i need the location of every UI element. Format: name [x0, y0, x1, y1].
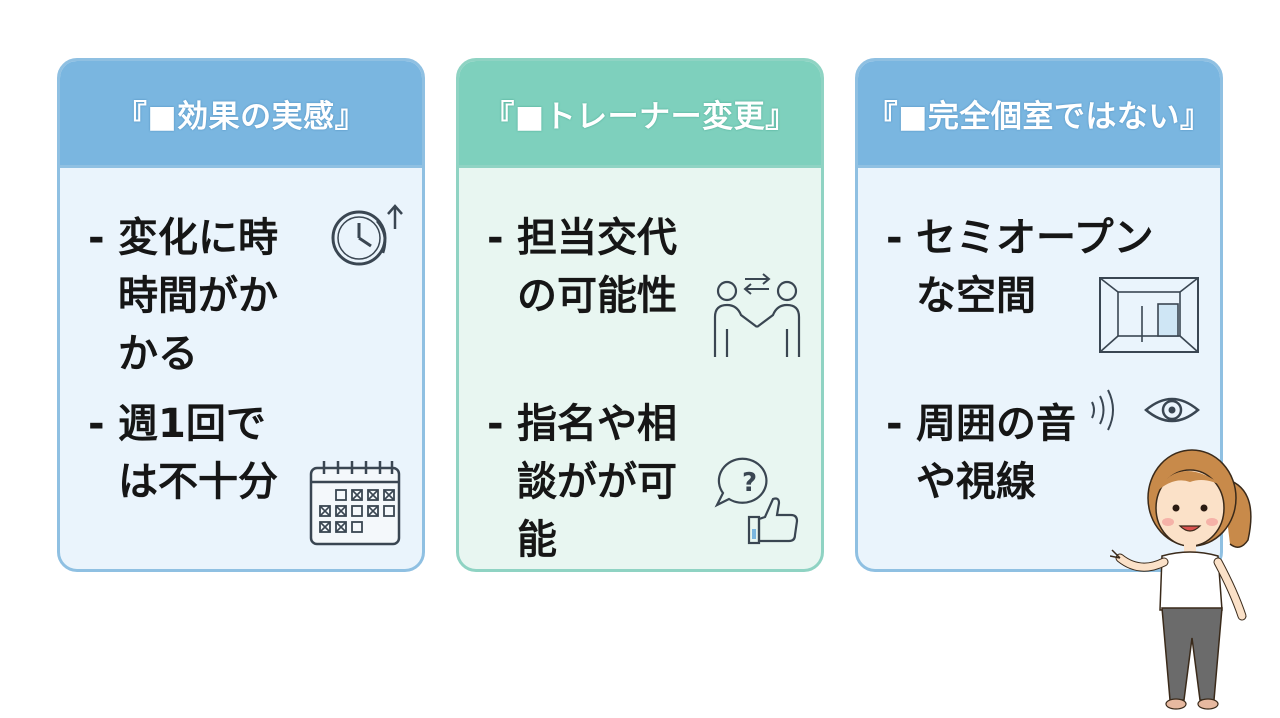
- item-dash: -: [886, 401, 903, 447]
- item-text: 周囲の音や視線: [916, 401, 1076, 505]
- list-item: - 週1回では不十分: [88, 395, 303, 511]
- list-item: - 周囲の音や視線: [886, 395, 1101, 511]
- svg-text:?: ?: [742, 468, 757, 498]
- item-dash: -: [886, 215, 903, 261]
- item-dash: -: [88, 215, 105, 261]
- item-dash: -: [487, 215, 504, 261]
- item-text: 指名や相談がが可能: [517, 401, 677, 563]
- item-text: セミオープンな空間: [916, 215, 1154, 319]
- card-title: 『■効果の実感』: [60, 61, 422, 168]
- card-effect: 『■効果の実感』 - 変化に時時間がかかる - 週1回では不十分: [57, 58, 425, 572]
- card-trainer-change: 『■トレーナー変更』 - 担当交代の可能性 - 指名や相談がが可能 ?: [456, 58, 824, 572]
- item-text: 週1回では不十分: [118, 401, 278, 505]
- item-text: 担当交代の可能性: [517, 215, 677, 319]
- card-title: 『■完全個室ではない』: [858, 61, 1220, 168]
- item-dash: -: [88, 401, 105, 447]
- list-item: - 担当交代の可能性: [487, 209, 702, 325]
- item-text: 変化に時時間がかかる: [118, 215, 278, 377]
- question-thumbs-up-icon: ?: [709, 453, 805, 549]
- sound-eye-icon: [1086, 386, 1206, 434]
- list-item: - 変化に時時間がかかる: [88, 209, 303, 383]
- card-title: 『■トレーナー変更』: [459, 61, 821, 168]
- item-dash: -: [487, 401, 504, 447]
- list-item: - セミオープンな空間: [886, 209, 1186, 325]
- calendar-icon: [308, 458, 404, 548]
- handshake-exchange-icon: [707, 269, 807, 361]
- open-room-icon: [1098, 276, 1200, 354]
- clock-arrow-icon: [325, 201, 415, 271]
- list-item: - 指名や相談がが可能: [487, 395, 702, 569]
- pointing-girl-illustration: [1109, 432, 1280, 714]
